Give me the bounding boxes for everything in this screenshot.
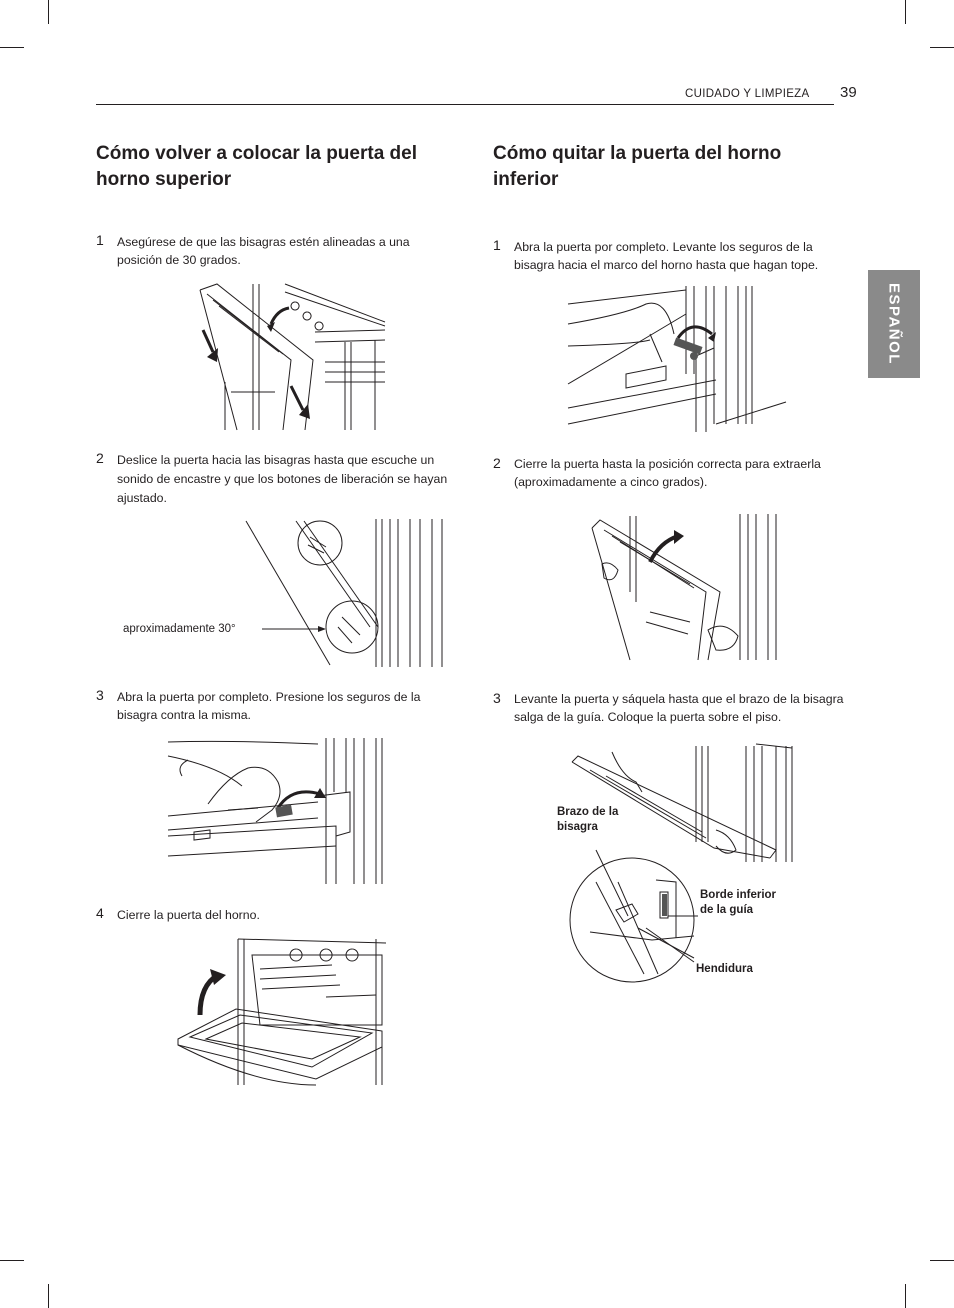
section-header: CUIDADO Y LIMPIEZA (685, 88, 810, 100)
illustration-lift-hinge-locks (566, 284, 788, 432)
crop-mark (930, 47, 954, 48)
step-text: Abra la puerta por completo. Presione lo… (117, 690, 421, 722)
angle-label: aproximadamente 30° (123, 623, 236, 635)
header-rule (96, 104, 834, 105)
hinge-arm-label: Brazo de la bisagra (557, 806, 619, 833)
illustration-close-oven-door (176, 935, 388, 1085)
step-number: 3 (96, 687, 104, 703)
crop-mark (0, 47, 24, 48)
step-text: Abra la puerta por completo. Levante los… (514, 240, 819, 272)
crop-mark (0, 1260, 24, 1261)
step-text: Levante la puerta y sáquela hasta que el… (514, 692, 844, 724)
step-number: 1 (493, 237, 501, 253)
right-section-title: Cómo quitar la puerta del horno inferior (493, 143, 782, 190)
step-number: 1 (96, 232, 104, 248)
step-text: Cierre la puerta hasta la posición corre… (514, 457, 821, 489)
slot-label: Hendidura (696, 963, 753, 975)
rail-edge-label: Borde inferior de la guía (700, 889, 777, 916)
crop-mark (905, 1284, 906, 1308)
crop-mark (48, 1284, 49, 1308)
step-text: Deslice la puerta hacia las bisagras has… (117, 453, 448, 505)
illustration-30-degree-angle (120, 517, 450, 667)
illustration-door-five-degrees (590, 512, 780, 660)
step-number: 2 (493, 455, 501, 471)
step-text: Asegúrese de que las bisagras estén alin… (117, 235, 410, 267)
left-section-title: Cómo volver a colocar la puerta del horn… (96, 143, 417, 190)
page-number: 39 (840, 84, 857, 101)
language-tab: ESPAÑOL (868, 270, 920, 378)
crop-mark (48, 0, 49, 24)
step-number: 4 (96, 905, 104, 921)
illustration-remove-door (566, 742, 796, 982)
crop-mark (905, 0, 906, 24)
step-number: 3 (493, 690, 501, 706)
illustration-hinge-alignment (195, 282, 390, 430)
crop-mark (930, 1260, 954, 1261)
illustration-press-hinge-locks (168, 736, 388, 884)
step-number: 2 (96, 450, 104, 466)
language-tab-label: ESPAÑOL (885, 283, 903, 365)
step-text: Cierre la puerta del horno. (117, 908, 260, 922)
